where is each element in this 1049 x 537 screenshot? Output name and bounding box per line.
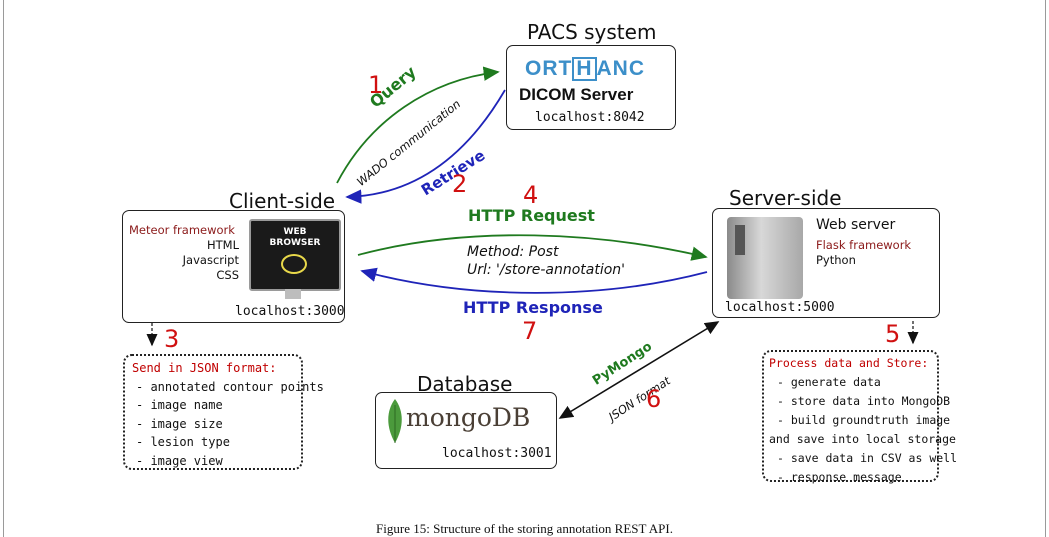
server-note-item: - generate data	[777, 375, 881, 389]
request-arrow	[357, 234, 708, 261]
retrieve-arrow	[345, 89, 506, 204]
retrieve-number: 2	[452, 170, 468, 198]
server-tower-icon	[727, 217, 803, 299]
server-note-box: Process data and Store: - generate data …	[762, 350, 957, 484]
server-language: Python	[816, 253, 856, 267]
mongodb-leaf-icon	[388, 399, 402, 443]
server-note-item: - response message	[777, 470, 902, 484]
client-tech-css: CSS	[216, 268, 239, 282]
database-host: localhost:3001	[442, 446, 552, 461]
response-arrow	[360, 267, 708, 294]
client-note-item: - image name	[136, 398, 223, 412]
client-note-box: Send in JSON format: - annotated contour…	[123, 354, 324, 470]
server-note-item: and save into local storage	[769, 432, 956, 446]
monitor-label-2: BROWSER	[269, 238, 321, 248]
monitor-stand	[285, 289, 301, 299]
client-note-item: - lesion type	[136, 435, 230, 449]
client-note-item: - image size	[136, 416, 223, 431]
server-title: Server-side	[729, 186, 842, 210]
server-note-item: - store data into MongoDB	[777, 394, 951, 408]
client-note-heading: Send in JSON format:	[132, 361, 277, 375]
server-framework: Flask framework	[816, 238, 912, 252]
url-label: Url: '/store-annotation'	[467, 262, 626, 278]
logo-text-left: ORT	[525, 57, 573, 80]
request-number: 4	[523, 181, 539, 209]
client-note-item: - image view	[136, 453, 223, 468]
client-host: localhost:3000	[235, 304, 345, 319]
client-box: Meteor framework HTML Javascript CSS WEB…	[122, 210, 345, 323]
server-name: Web server	[816, 217, 896, 233]
db-arrow	[558, 321, 720, 419]
query-number: 1	[368, 71, 384, 99]
logo-text-mid: H	[572, 57, 597, 81]
server-box: Web server Flask framework Python localh…	[712, 208, 940, 318]
monitor-icon: WEB BROWSER	[249, 219, 341, 291]
client-tech-js: Javascript	[182, 253, 239, 267]
server-note-heading: Process data and Store:	[769, 356, 929, 370]
monitor-label-1: WEB	[283, 227, 307, 237]
server-note-item: - build groundtruth image	[777, 413, 951, 427]
page-border-left	[3, 0, 4, 537]
client-title: Client-side	[229, 189, 336, 213]
logo-sub: DICOM Server	[519, 85, 634, 104]
pacs-host: localhost:8042	[535, 110, 645, 125]
monitor-contour	[281, 254, 307, 274]
client-tech-html: HTML	[206, 238, 239, 252]
figure-caption: Figure 15: Structure of the storing anno…	[376, 521, 673, 536]
server-note-item: - save data in CSV as well	[777, 451, 958, 465]
server-host: localhost:5000	[725, 300, 835, 315]
db-flow-number: 6	[646, 385, 662, 413]
client-framework: Meteor framework	[129, 223, 235, 237]
client-tech-list: HTML Javascript CSS	[129, 238, 239, 283]
pacs-title: PACS system	[527, 20, 657, 44]
mongodb-logo-text: mongoDB	[406, 403, 531, 432]
method-label: Method: Post	[467, 244, 559, 260]
database-box: mongoDB localhost:3001	[375, 392, 557, 469]
request-label: HTTP Request	[468, 206, 595, 225]
server-note-number: 5	[885, 320, 901, 348]
response-label: HTTP Response	[463, 298, 603, 317]
logo-text-right: ANC	[596, 57, 645, 80]
client-note-number: 3	[164, 325, 180, 353]
client-note-item: - annotated contour points	[136, 379, 324, 394]
query-arrow	[336, 66, 500, 184]
response-number: 7	[522, 317, 538, 345]
page-border-right	[1045, 0, 1046, 537]
